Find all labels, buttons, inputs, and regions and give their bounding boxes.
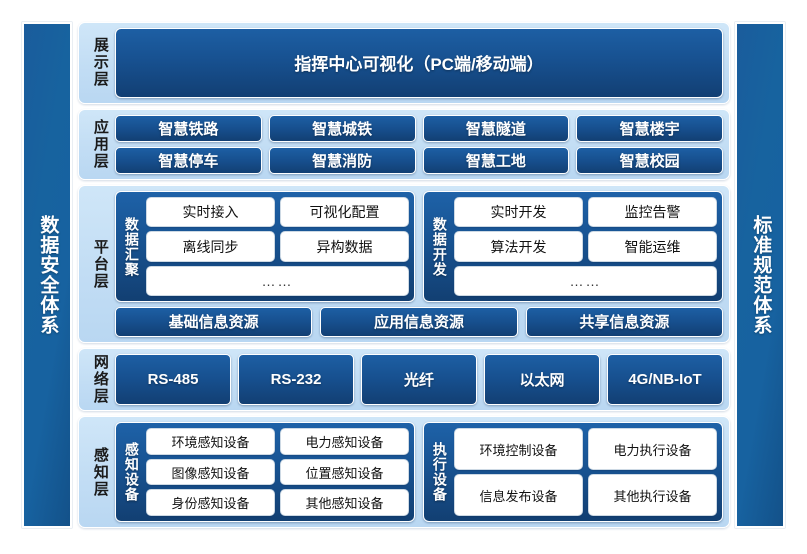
sensing-item-environment-sensor[interactable]: 环境感知设备 <box>146 428 275 455</box>
platform-groups: 数据汇聚 实时接入 可视化配置 离线同步 异构数据 …… 数据开发 <box>115 191 723 302</box>
layer-platform-label: 平台层 <box>91 238 109 290</box>
layer-stack: 展示层 指挥中心可视化（PC端/移动端） 应用层 智慧铁路 智慧城铁 智慧隧道 … <box>78 22 730 528</box>
sensing-item-other-sensor[interactable]: 其他感知设备 <box>280 489 409 516</box>
layer-platform-body: 数据汇聚 实时接入 可视化配置 离线同步 异构数据 …… 数据开发 <box>115 191 723 337</box>
platform-group-data-aggregation: 数据汇聚 实时接入 可视化配置 离线同步 异构数据 …… <box>115 191 415 302</box>
network-item-4g-nbiot[interactable]: 4G/NB-IoT <box>607 353 723 406</box>
network-item-ethernet[interactable]: 以太网 <box>484 353 600 406</box>
platform-item-visual-config[interactable]: 可视化配置 <box>280 197 409 228</box>
layer-application-label: 应用层 <box>91 119 109 171</box>
sensing-item-image-sensor[interactable]: 图像感知设备 <box>146 458 275 486</box>
network-grid: RS-485 RS-232 光纤 以太网 4G/NB-IoT <box>115 353 723 406</box>
resource-shared-information[interactable]: 共享信息资源 <box>525 306 723 337</box>
layer-display: 展示层 指挥中心可视化（PC端/移动端） <box>78 22 730 104</box>
app-item-smart-campus[interactable]: 智慧校园 <box>576 147 723 175</box>
network-item-rs232[interactable]: RS-232 <box>238 353 354 406</box>
sensing-group-sensing-devices-grid: 环境感知设备 电力感知设备 图像感知设备 位置感知设备 身份感知设备 其他感知设… <box>146 428 409 516</box>
layer-sensing-body: 感知设备 环境感知设备 电力感知设备 图像感知设备 位置感知设备 身份感知设备 … <box>115 422 723 522</box>
app-item-smart-firefighting[interactable]: 智慧消防 <box>268 147 416 175</box>
app-item-smart-railway[interactable]: 智慧铁路 <box>115 114 262 143</box>
left-side-band-data-security: 数据安全体系 <box>22 22 72 528</box>
layer-sensing-label: 感知层 <box>91 446 109 498</box>
right-side-band-standards: 标准规范体系 <box>735 22 785 528</box>
actuator-item-other-actuator[interactable]: 其他执行设备 <box>588 474 717 516</box>
application-grid: 智慧铁路 智慧城铁 智慧隧道 智慧楼宇 智慧停车 智慧消防 智慧工地 智慧校园 <box>115 114 723 175</box>
right-side-band-label: 标准规范体系 <box>750 215 772 335</box>
platform-group-data-aggregation-grid: 实时接入 可视化配置 离线同步 异构数据 …… <box>146 197 409 296</box>
platform-group-data-development-label: 数据开发 <box>431 216 448 277</box>
sensing-item-identity-sensor[interactable]: 身份感知设备 <box>146 489 275 516</box>
platform-group-data-aggregation-label: 数据汇聚 <box>123 216 140 277</box>
layer-platform: 平台层 数据汇聚 实时接入 可视化配置 离线同步 异构数据 …… <box>78 185 730 343</box>
platform-item-realtime-ingest[interactable]: 实时接入 <box>146 197 275 228</box>
platform-resource-row: 基础信息资源 应用信息资源 共享信息资源 <box>115 306 723 337</box>
network-item-fiber[interactable]: 光纤 <box>361 353 477 406</box>
actuator-item-environment-control[interactable]: 环境控制设备 <box>454 428 583 471</box>
resource-application-information[interactable]: 应用信息资源 <box>320 306 518 337</box>
platform-group-data-development-grid: 实时开发 监控告警 算法开发 智能运维 …… <box>454 197 717 296</box>
actuator-item-power-actuator[interactable]: 电力执行设备 <box>588 428 717 471</box>
platform-item-aggregation-more[interactable]: …… <box>146 265 409 296</box>
display-banner[interactable]: 指挥中心可视化（PC端/移动端） <box>115 28 723 98</box>
app-item-smart-construction-site[interactable]: 智慧工地 <box>422 147 570 175</box>
sensing-group-actuator-devices: 执行设备 环境控制设备 电力执行设备 信息发布设备 其他执行设备 <box>423 422 723 522</box>
sensing-group-actuator-devices-grid: 环境控制设备 电力执行设备 信息发布设备 其他执行设备 <box>454 428 717 516</box>
sensing-item-location-sensor[interactable]: 位置感知设备 <box>280 458 409 486</box>
app-item-smart-metro[interactable]: 智慧城铁 <box>268 114 416 143</box>
app-item-smart-tunnel[interactable]: 智慧隧道 <box>422 114 570 143</box>
sensing-group-actuator-devices-label: 执行设备 <box>431 442 448 503</box>
layer-network: 网络层 RS-485 RS-232 光纤 以太网 4G/NB-IoT <box>78 347 730 412</box>
sensing-group-sensing-devices-label: 感知设备 <box>123 442 140 503</box>
platform-item-monitoring-alarm[interactable]: 监控告警 <box>588 197 717 228</box>
platform-item-realtime-development[interactable]: 实时开发 <box>454 197 583 228</box>
layer-network-label: 网络层 <box>91 354 109 406</box>
layer-display-label: 展示层 <box>91 37 109 89</box>
actuator-item-information-release[interactable]: 信息发布设备 <box>454 474 583 516</box>
app-item-smart-parking[interactable]: 智慧停车 <box>115 147 262 175</box>
layer-sensing: 感知层 感知设备 环境感知设备 电力感知设备 图像感知设备 位置感知设备 身份感… <box>78 416 730 528</box>
platform-item-intelligent-ops[interactable]: 智能运维 <box>588 231 717 262</box>
platform-item-heterogeneous-data[interactable]: 异构数据 <box>280 231 409 262</box>
network-item-rs485[interactable]: RS-485 <box>115 353 231 406</box>
app-item-smart-building[interactable]: 智慧楼宇 <box>576 114 723 143</box>
layer-application: 应用层 智慧铁路 智慧城铁 智慧隧道 智慧楼宇 智慧停车 智慧消防 智慧工地 智… <box>78 108 730 181</box>
layer-display-body: 指挥中心可视化（PC端/移动端） <box>115 28 723 98</box>
layer-application-body: 智慧铁路 智慧城铁 智慧隧道 智慧楼宇 智慧停车 智慧消防 智慧工地 智慧校园 <box>115 114 723 175</box>
platform-item-development-more[interactable]: …… <box>454 265 717 296</box>
layer-network-body: RS-485 RS-232 光纤 以太网 4G/NB-IoT <box>115 353 723 406</box>
left-side-band-label: 数据安全体系 <box>37 215 59 335</box>
resource-basic-information[interactable]: 基础信息资源 <box>115 306 313 337</box>
sensing-group-sensing-devices: 感知设备 环境感知设备 电力感知设备 图像感知设备 位置感知设备 身份感知设备 … <box>115 422 415 522</box>
sensing-item-power-sensor[interactable]: 电力感知设备 <box>280 428 409 455</box>
platform-item-offline-sync[interactable]: 离线同步 <box>146 231 275 262</box>
platform-group-data-development: 数据开发 实时开发 监控告警 算法开发 智能运维 …… <box>423 191 723 302</box>
platform-item-algorithm-development[interactable]: 算法开发 <box>454 231 583 262</box>
